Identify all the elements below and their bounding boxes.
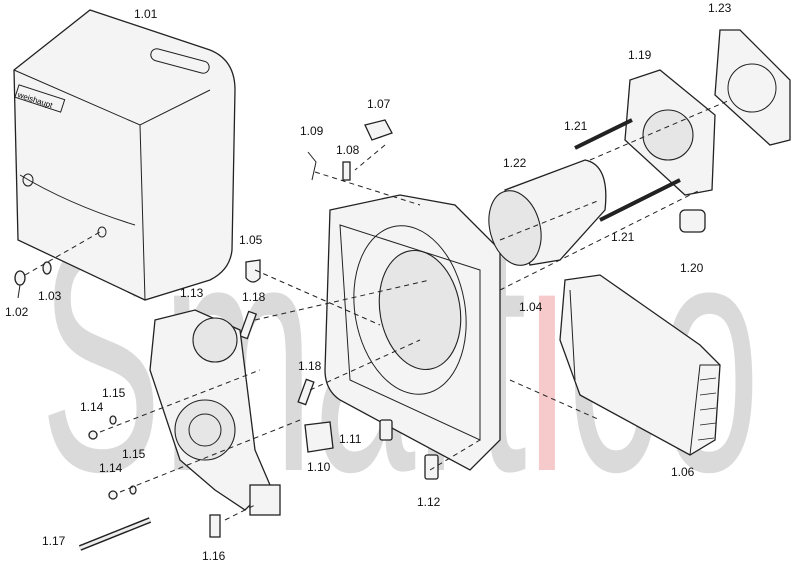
label-1-18-top: 1.18 bbox=[242, 290, 266, 304]
clip-1-20 bbox=[679, 209, 706, 233]
part-casing-1-06 bbox=[559, 274, 721, 456]
part-labels: 1.01 1.23 1.19 1.07 1.09 1.08 1.21 1.22 … bbox=[5, 1, 732, 563]
label-1-17: 1.17 bbox=[42, 534, 66, 548]
clip-1-09 bbox=[307, 151, 317, 181]
cover-plate-1-07 bbox=[364, 119, 393, 141]
part-gasket-1-23 bbox=[714, 29, 791, 146]
label-1-03: 1.03 bbox=[38, 289, 62, 303]
bracket-1-16-base bbox=[249, 484, 281, 516]
electrode-1-21-bottom bbox=[599, 178, 681, 222]
screws-1-14-1-15 bbox=[88, 415, 137, 500]
label-1-15-top: 1.15 bbox=[102, 386, 126, 400]
rod-1-17 bbox=[78, 517, 152, 551]
washer-1-03 bbox=[42, 261, 52, 275]
part-flange-1-19 bbox=[624, 69, 716, 196]
bracket-1-05 bbox=[245, 259, 261, 283]
screw-1-02 bbox=[14, 270, 26, 299]
part-plate-1-13 bbox=[149, 309, 271, 511]
label-1-02: 1.02 bbox=[5, 305, 29, 319]
part-cover-1-01: weishaupt bbox=[13, 9, 236, 301]
electrode-1-21-top bbox=[574, 118, 633, 150]
pin-1-18-top bbox=[238, 310, 258, 340]
label-1-22: 1.22 bbox=[503, 156, 527, 170]
label-1-09: 1.09 bbox=[300, 124, 324, 138]
label-1-21-top: 1.21 bbox=[564, 119, 588, 133]
label-1-13: 1.13 bbox=[180, 286, 204, 300]
label-1-10: 1.10 bbox=[307, 460, 331, 474]
pin-1-18-bottom bbox=[297, 378, 315, 406]
part-1-11 bbox=[379, 419, 393, 441]
label-1-06: 1.06 bbox=[671, 465, 695, 479]
label-1-07: 1.07 bbox=[367, 97, 391, 111]
label-1-12: 1.12 bbox=[417, 495, 441, 509]
label-1-16: 1.16 bbox=[202, 549, 226, 563]
part-tube-1-22 bbox=[488, 159, 607, 266]
label-1-01: 1.01 bbox=[134, 7, 158, 21]
label-1-14-top: 1.14 bbox=[80, 400, 104, 414]
screw-1-08 bbox=[342, 161, 351, 181]
part-1-12 bbox=[424, 454, 439, 480]
part-1-10 bbox=[304, 421, 334, 453]
label-1-14-bottom: 1.14 bbox=[99, 461, 123, 475]
label-1-15-bottom: 1.15 bbox=[122, 447, 146, 461]
label-1-23: 1.23 bbox=[708, 1, 732, 15]
label-1-20: 1.20 bbox=[680, 261, 704, 275]
part-1-16 bbox=[209, 514, 221, 538]
part-housing-1-04 bbox=[324, 194, 501, 471]
label-1-08: 1.08 bbox=[336, 143, 360, 157]
label-1-04: 1.04 bbox=[519, 300, 543, 314]
label-1-18-bottom: 1.18 bbox=[298, 359, 322, 373]
label-1-19: 1.19 bbox=[628, 48, 652, 62]
label-1-05: 1.05 bbox=[239, 233, 263, 247]
assembly-lines bbox=[99, 99, 731, 521]
label-1-11: 1.11 bbox=[339, 432, 362, 446]
label-1-21-bottom: 1.21 bbox=[611, 230, 635, 244]
